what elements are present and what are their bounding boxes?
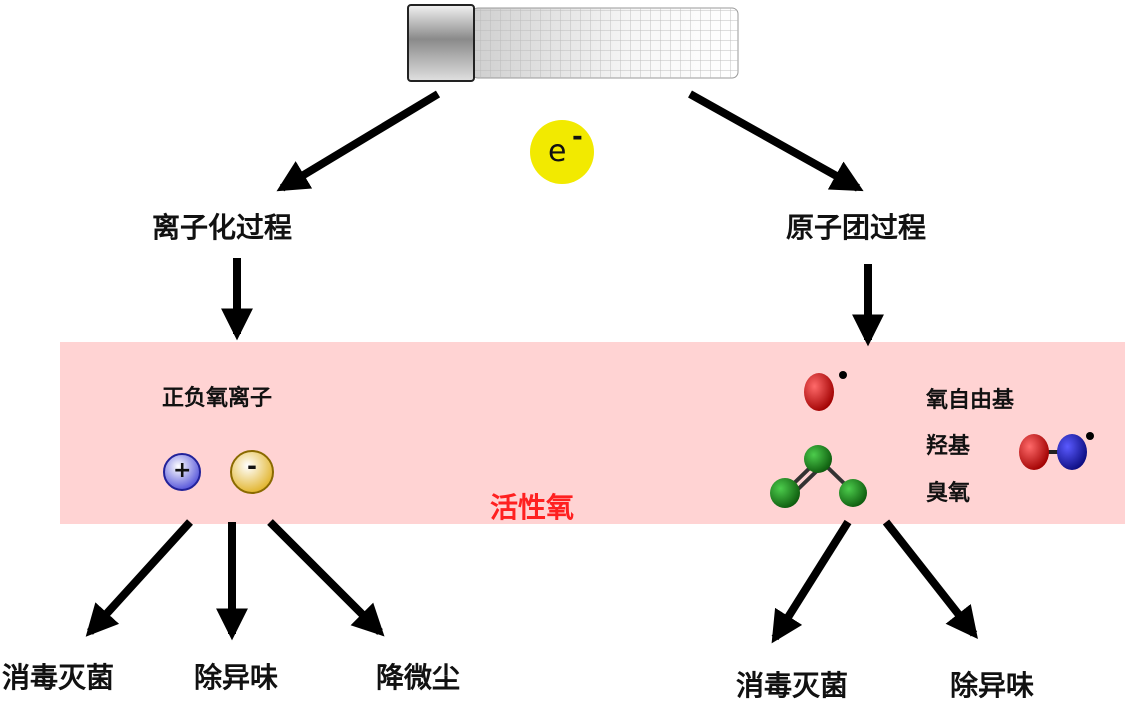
oxygen-radical-icon xyxy=(804,371,847,411)
ionization-process-title: 离子化过程 xyxy=(152,211,293,244)
arrow-to-right-effect-2 xyxy=(882,519,978,640)
arrow-to-right-effect-1 xyxy=(771,519,852,644)
hydroxyl-label: 羟基 xyxy=(926,434,971,459)
active-oxygen-label: 活性氧 xyxy=(490,491,575,524)
oxygen-radical-label: 氧自由基 xyxy=(926,388,1015,413)
plus-sign: + xyxy=(173,458,192,483)
arrow-to-left-effect-1 xyxy=(85,519,193,637)
ions-label: 正负氧离子 xyxy=(162,386,273,411)
hydroxyl-molecule-icon xyxy=(1019,432,1094,470)
left-effect-dust-reduction: 降微尘 xyxy=(376,661,461,694)
left-effect-disinfection: 消毒灭菌 xyxy=(2,661,115,694)
arrow-to-left-effect-3 xyxy=(267,519,385,637)
electron-symbol: e xyxy=(548,134,567,169)
ozone-molecule-icon xyxy=(770,445,867,508)
electron-icon xyxy=(530,120,594,184)
electron-charge: - xyxy=(572,122,583,152)
arrow-tube-to-cluster xyxy=(688,90,864,192)
ionizer-tube-icon xyxy=(407,4,739,82)
minus-sign: - xyxy=(247,452,257,480)
cluster-process-title: 原子团过程 xyxy=(786,211,927,244)
positive-ion-icon xyxy=(163,453,201,491)
negative-ion-icon xyxy=(230,450,274,494)
right-effect-disinfection: 消毒灭菌 xyxy=(736,669,849,702)
active-oxygen-band xyxy=(60,342,1125,524)
ozone-label: 臭氧 xyxy=(926,481,971,506)
arrow-tube-to-ionization xyxy=(276,90,441,192)
left-effect-deodorize: 除异味 xyxy=(194,661,279,694)
right-effect-deodorize: 除异味 xyxy=(950,669,1035,702)
